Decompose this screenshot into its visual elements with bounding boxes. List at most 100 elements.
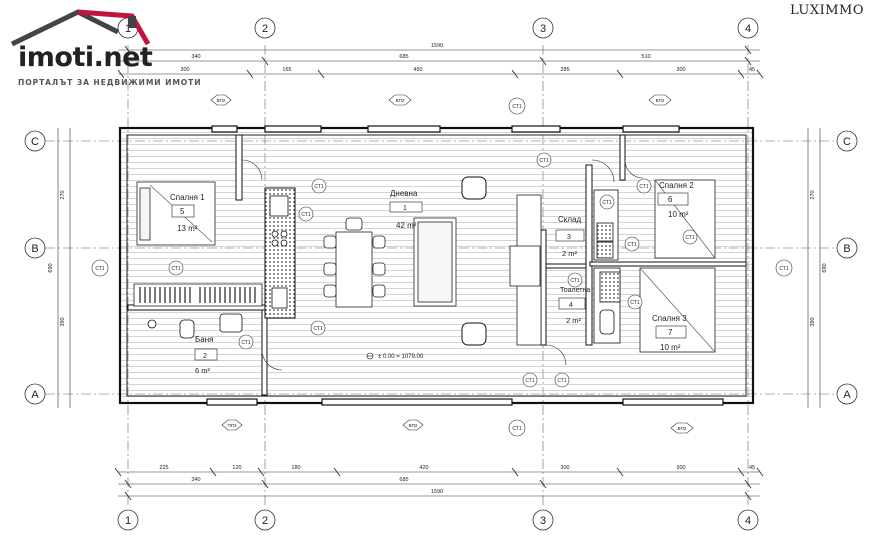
top-dimensions [117,45,764,79]
dim-bot-r1-f: 300 [676,465,685,471]
door-tag-5: ВП2 [678,426,687,431]
grid-col-4-bottom: 4 [745,515,751,527]
grid-row-a-right: A [843,389,851,401]
tag-wall-bed3: СТ1 [630,300,639,306]
interior-walls [127,134,747,396]
dim-bot-r1-d: 420 [419,465,428,471]
door-tag-1: ВП2 [217,98,226,103]
toilet-fixtures [593,267,621,344]
tag-wall-top: СТ1 [512,104,521,110]
room-bed3-num: 7 [668,328,673,337]
bed-3 [639,267,716,353]
tag-wall-bath: СТ1 [241,340,250,346]
room-living-num: 1 [403,205,407,212]
tag-wall-bed2c: СТ1 [685,235,694,241]
dim-bot-total: 1590 [431,489,443,495]
room-storage-numbox [555,229,585,242]
room-bath-name: Баня [195,335,213,344]
room-bath-numbox [194,348,218,361]
room-bed2-area: 10 m² [668,210,689,219]
tag-wall-left: СТ1 [95,266,104,272]
dim-bot-r1-b: 120 [232,465,241,471]
grid-col-4-top: 4 [745,23,751,35]
grid-col-2-top: 2 [262,23,268,35]
grid-row-c-left: C [31,136,39,148]
tag-wall-wc-b: СТ1 [557,378,566,384]
room-toilet-num: 4 [569,302,573,309]
wardrobe-1 [133,283,263,307]
logo-name: imoti.net [18,42,153,73]
dim-right-b: 690 [822,263,828,272]
room-bed1-area: 13 m² [177,224,198,233]
dim-left-b: 690 [48,263,54,272]
bed-2 [654,179,716,259]
bathroom-fixtures [147,313,243,339]
room-bed2-numbox [657,192,689,206]
imoti-logo[interactable]: imoti.net ПОРТАЛЪТ ЗА НЕДВИЖИМИ ИМОТИ [8,8,201,87]
level-marker: ± 0.00 = 1079.00 [366,352,424,360]
dim-top-r2-c: 450 [413,67,422,73]
dim-left-a: 270 [60,190,66,199]
dim-bot-r2-b: 685 [399,477,408,483]
grid-bubbles [24,17,858,531]
tag-wall-storage-b: СТ1 [602,200,611,206]
tag-wall-kitchen-b: СТ1 [301,212,310,218]
door-tag-3: ВП2 [656,98,665,103]
room-labels: Спалня 1 5 13 m² Дневна 1 42 m² Склад 3 … [170,181,694,375]
room-bed3-numbox [655,325,687,339]
grid-col-1-bottom: 1 [125,515,131,527]
room-bath-area: 6 m² [195,366,211,375]
dim-top-r2-e: 300 [676,67,685,73]
grid-row-b-left: B [31,243,38,255]
door-tag-2: ВП2 [396,98,405,103]
room-toilet-area: 2 m² [566,316,582,325]
room-bed2-name: Спалня 2 [659,181,694,190]
logo-tagline: ПОРТАЛЪТ ЗА НЕДВИЖИМИ ИМОТИ [18,78,202,87]
dimension-labels: 1590 340 685 510 300 165 450 285 300 45 … [159,43,755,495]
armchairs [461,176,487,346]
dim-top-r1-a: 340 [191,54,200,60]
dim-bot-r1-g: 45 [749,465,755,471]
door-tag-labels: ВП2 ВП2 ВП2 ПП3 ВП2 ВП2 [217,98,687,431]
openings [206,125,724,406]
room-toilet-numbox [558,297,586,310]
dim-bot-r1-c: 180 [291,465,300,471]
grid-row-c-right: C [843,136,851,148]
room-living-numbox [389,201,423,213]
room-living-area: 42 m² [396,221,417,230]
side-dimensions [57,128,821,408]
brand-watermark: LUXIMMO [789,3,864,18]
door-tag-4: ВП2 [409,423,418,428]
dim-top-r2-f: 45 [749,67,755,73]
tv-box [509,245,541,287]
dim-top-r1-b: 685 [399,54,408,60]
sofa [413,217,457,307]
tag-wall-toilet: СТ1 [570,278,579,284]
dim-top-r2-a: 300 [180,67,189,73]
grid-row-a-left: A [31,389,39,401]
room-bed1-numbox [171,204,195,218]
dim-top-r2-d: 285 [560,67,569,73]
bottom-dimensions [114,467,764,501]
tag-wall-bed2b: СТ1 [627,242,636,248]
dining-set [323,217,386,308]
dim-right-c: 390 [810,317,816,326]
grid-col-1-top: 1 [125,23,131,35]
tag-wall-bed2: СТ1 [639,184,648,190]
grid-col-3-bottom: 3 [540,515,546,527]
room-living-name: Дневна [390,189,418,198]
dim-right-a: 270 [810,190,816,199]
door-swings [241,159,644,371]
tag-labels: СТ1 СТ1 СТ1 СТ1 СТ1 СТ1 СТ1 СТ1 СТ1 СТ1 … [95,104,788,432]
grid-row-b-right: B [843,243,850,255]
room-storage-num: 3 [567,234,571,241]
room-storage-area: 2 m² [562,249,578,258]
kitchen-appliances [269,195,289,309]
dim-top-total: 1590 [431,43,443,49]
tag-wall-right: СТ1 [779,266,788,272]
tag-wall-kitchen: СТ1 [314,184,323,190]
room-bed2-num: 6 [668,195,673,204]
room-bed1-name: Спалня 1 [170,193,205,202]
room-bath-num: 2 [203,353,207,360]
tag-wall-wc: СТ1 [525,378,534,384]
